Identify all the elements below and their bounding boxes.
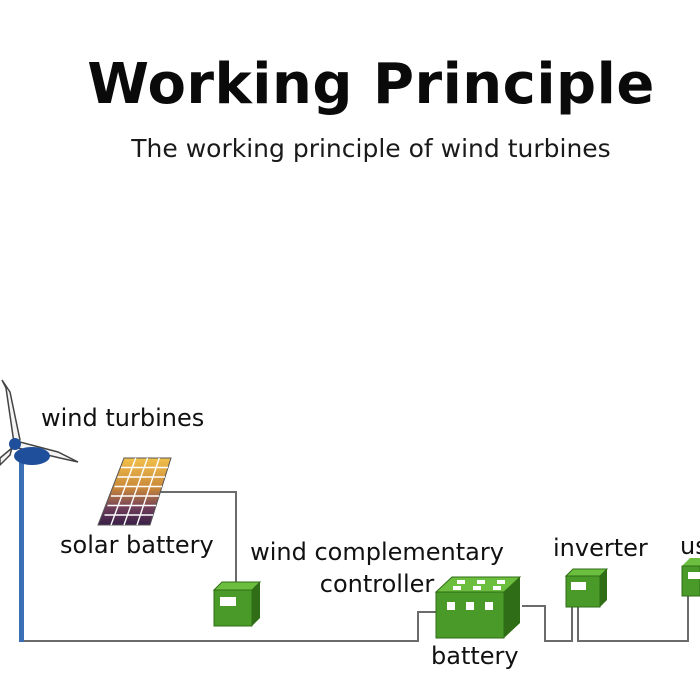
user-box-icon [681, 558, 700, 597]
user-label: us [680, 532, 700, 560]
controller-box-icon [212, 581, 262, 627]
solar-battery-label: solar battery [60, 531, 214, 559]
wind-turbine-label: wind turbines [41, 404, 205, 432]
controller-label-line2: controller [319, 570, 435, 599]
battery-box-icon [434, 576, 522, 639]
wire-solar-to-controller [152, 491, 237, 588]
wind-turbine-icon [0, 379, 79, 642]
battery-label: battery [431, 642, 519, 670]
page-subtitle: The working principle of wind turbines [131, 134, 611, 163]
wire-battery-to-inverter [522, 605, 573, 642]
inverter-box-icon [564, 568, 609, 608]
wire-inverter-to-user [577, 596, 689, 642]
solar-panel-icon [97, 457, 172, 526]
controller-label-line1: wind complementary [250, 538, 504, 566]
page-title: Working Principle [87, 52, 655, 117]
inverter-label: inverter [553, 534, 648, 562]
controller-label: wind complementary controller [242, 539, 512, 598]
